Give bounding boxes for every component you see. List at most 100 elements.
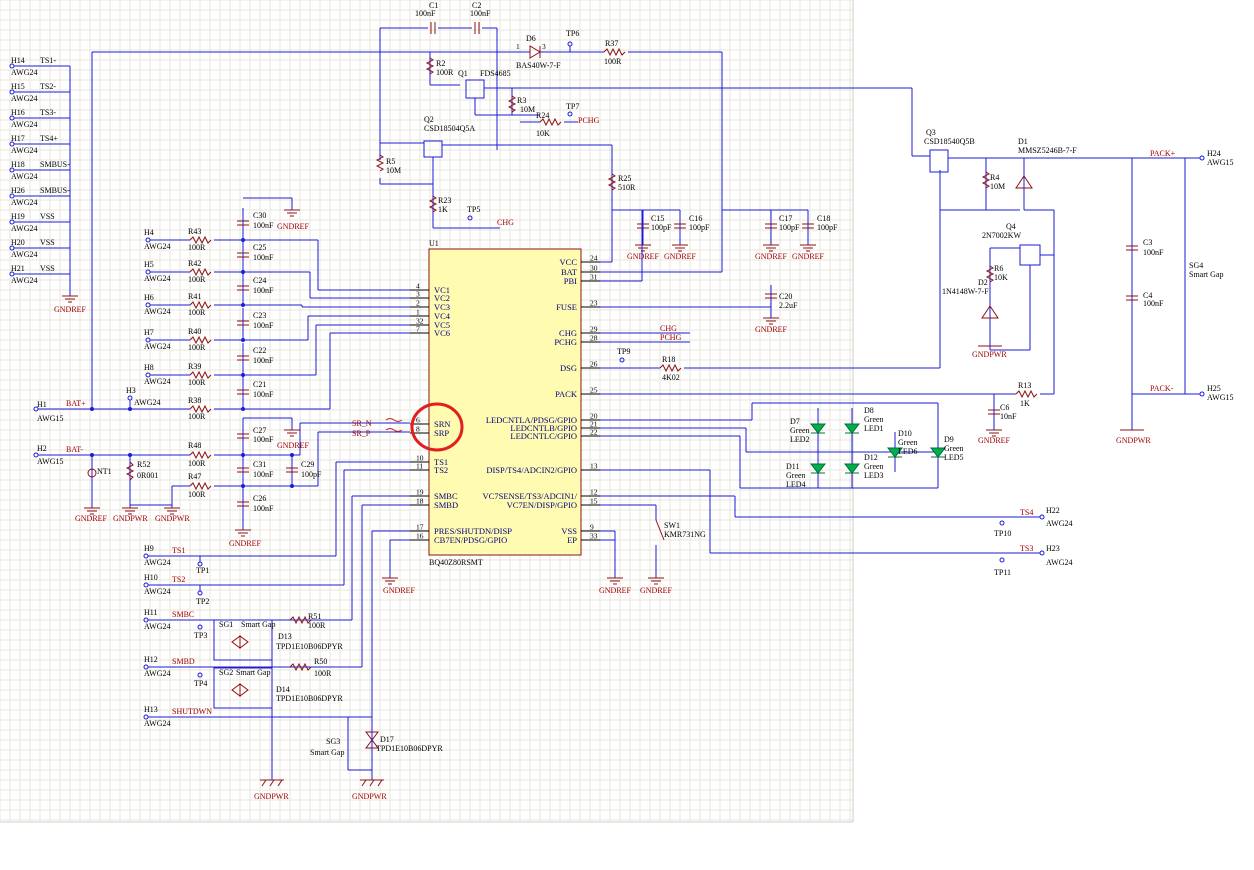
pin-number: 9 [590,523,594,532]
connector-ref: H19 [11,212,25,221]
led-name: LED1 [864,424,884,433]
svg-text:BAS40W-7-F: BAS40W-7-F [516,61,561,70]
tap-r-val: 100R [188,412,206,421]
svg-text:Smart Gap: Smart Gap [310,748,344,757]
svg-text:R3: R3 [517,96,526,105]
svg-text:100nF: 100nF [415,9,436,18]
gndref-c30: GNDREF [277,209,310,231]
svg-text:D17: D17 [380,735,394,744]
svg-text:R18: R18 [662,355,675,364]
svg-text:100R: 100R [188,490,206,499]
svg-text:NT1: NT1 [97,467,112,476]
pin-name: VC1 [434,285,450,295]
led-ref: D9 [944,435,954,444]
pin-name: SMBD [434,500,458,510]
pin-name: VC2 [434,293,450,303]
connector-net: VSS [40,212,55,221]
connector-type: AWG24 [144,558,170,567]
connector-ref: H10 [144,573,158,582]
tap-r: R42 [188,259,201,268]
connector-type: AWG24 [11,198,37,207]
svg-text:TP3: TP3 [194,631,207,640]
svg-text:D13: D13 [278,632,292,641]
pin-name: FUSE [556,302,577,312]
svg-text:GNDPWR: GNDPWR [1116,436,1151,445]
ground-symbol: GNDREF [664,244,697,261]
pin-name: BAT [561,267,578,277]
svg-text:GNDREF: GNDREF [978,436,1011,445]
pin-name: PCHG [554,337,577,347]
svg-text:TP7: TP7 [566,102,579,111]
svg-text:AWG15: AWG15 [1207,393,1233,402]
connector-type: AWG24 [11,224,37,233]
tap-c: C22 [253,346,266,355]
connector-type: AWG24 [11,250,37,259]
tap-h: H4 [144,228,154,237]
tap-c-val: 100nF [253,286,274,295]
svg-text:FDS4685: FDS4685 [480,69,511,78]
tap-h: H3 [126,386,136,395]
connector-type: AWG24 [11,172,37,181]
svg-text:C31: C31 [253,460,266,469]
pin-number: 24 [590,254,598,263]
svg-text:Q4: Q4 [1006,222,1016,231]
bat-plus-connector[interactable]: H1 AWG15 BAT+ [33,52,190,423]
svg-text:Smart Gap: Smart Gap [1189,270,1223,279]
gndref-left: GNDREF [54,295,87,314]
svg-text:TP2: TP2 [196,597,209,606]
connector-ref: H16 [11,108,25,117]
led-color: Green [864,415,884,424]
led-color: Green [790,426,810,435]
svg-text:AWG15: AWG15 [37,457,63,466]
pin-number: 21 [590,420,598,429]
svg-text:C26: C26 [253,494,266,503]
svg-text:R52: R52 [137,460,150,469]
tap-r-val: 100R [188,343,206,352]
svg-text:1K: 1K [1020,399,1030,408]
pin-number: 30 [590,264,598,273]
svg-text:100R: 100R [604,57,622,66]
svg-text:Q1: Q1 [458,69,468,78]
bat-minus-connector[interactable]: H2 AWG15 BAT- [33,444,190,466]
led-ref: D8 [864,406,874,415]
svg-text:100R: 100R [308,621,326,630]
ground-symbol: GNDREF [755,244,788,261]
tap-c-val: 100nF [253,390,274,399]
bottom-labels: TS1 TS2 SMBC SMBD SHUTDWN TP1 TP2 TP3 TP… [172,546,443,801]
connector-type: AWG24 [11,68,37,77]
cell-taps: H4AWG24R43100RC30100nFH5AWG24R42100RC251… [126,208,410,421]
tap-r: R43 [188,227,201,236]
tap-r-val: 100R [188,275,206,284]
pin-number: 12 [590,488,598,497]
tap-c-val: 100nF [253,221,274,230]
svg-text:100nF: 100nF [253,504,274,513]
tap-r-val: 100R [188,378,206,387]
